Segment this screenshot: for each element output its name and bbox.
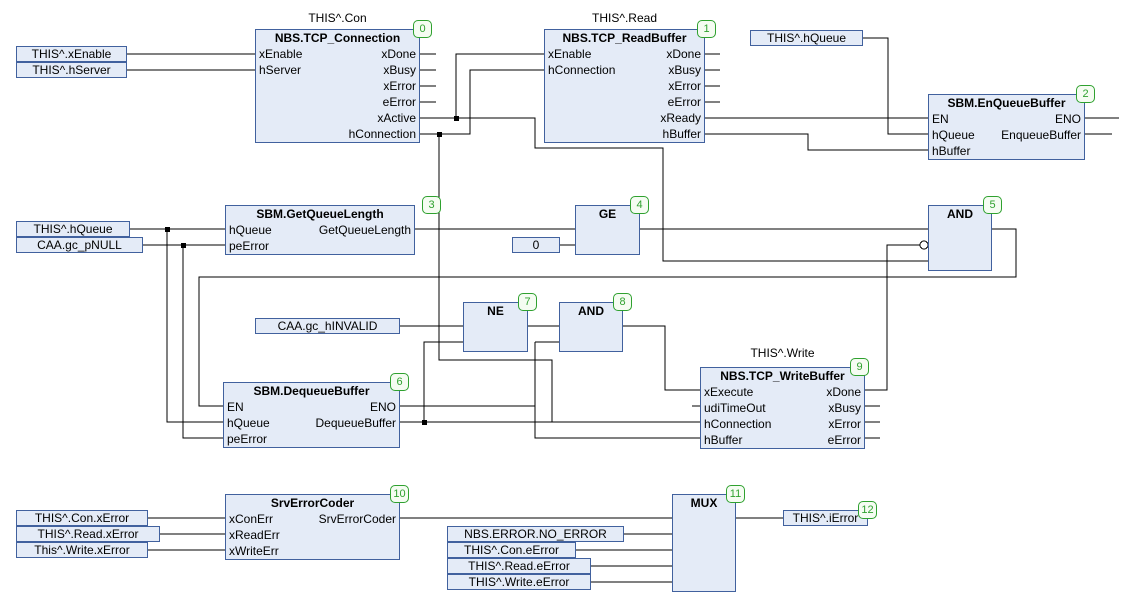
execution-order-badge: 8 (613, 293, 632, 311)
block-name: NE (487, 304, 504, 318)
block-name: NBS.TCP_WriteBuffer (720, 369, 845, 383)
operand-gc-hinvalid[interactable]: CAA.gc_hINVALID (255, 318, 400, 334)
pin-output: eError (827, 433, 861, 447)
pin-input: EN (932, 112, 949, 126)
negation-circle (919, 240, 929, 250)
block-srverrorcoder[interactable]: SrvErrorCoder xConErr SrvErrorCoder xRead… (225, 494, 400, 560)
instance-title-write: THIS^.Write (750, 346, 815, 360)
block-tcp-readbuffer[interactable]: NBS.TCP_ReadBuffer xEnable xDone hConnect… (544, 29, 705, 143)
operand-zero[interactable]: 0 (512, 237, 560, 253)
pin-output: GetQueueLength (318, 223, 411, 237)
execution-order-badge: 11 (726, 485, 745, 503)
block-mux[interactable]: MUX (672, 494, 736, 592)
execution-order-badge: 2 (1076, 85, 1095, 103)
block-tcp-writebuffer[interactable]: NBS.TCP_WriteBuffer xExecute xDone udiTim… (700, 367, 865, 449)
pin-output: SrvErrorCoder (318, 512, 396, 526)
block-name: NBS.TCP_ReadBuffer (562, 31, 687, 45)
execution-order-badge: 6 (390, 373, 409, 391)
pin-input: xEnable (548, 47, 592, 61)
pin-output: xBusy (383, 63, 416, 77)
block-name: SBM.EnQueueBuffer (947, 96, 1066, 110)
operand-no-error[interactable]: NBS.ERROR.NO_ERROR (447, 526, 624, 542)
block-name: SBM.GetQueueLength (256, 207, 384, 221)
pin-output: xError (828, 417, 861, 431)
pin-output: xError (383, 79, 416, 93)
block-ne[interactable]: NE (463, 302, 528, 352)
pin-output: xBusy (668, 63, 701, 77)
pin-output: EnqueueBuffer (1001, 128, 1081, 142)
pin-input: xConErr (229, 512, 274, 526)
execution-order-badge: 5 (983, 196, 1002, 214)
pin-input: hBuffer (704, 433, 743, 447)
block-name: GE (598, 207, 617, 221)
pin-output: xDone (826, 385, 861, 399)
pin-input: hQueue (932, 128, 975, 142)
operand-write-eerror[interactable]: THIS^.Write.eError (447, 574, 591, 590)
block-ge[interactable]: GE (575, 205, 640, 255)
operand-write-xerror[interactable]: This^.Write.xError (16, 542, 148, 558)
execution-order-badge: 0 (413, 20, 432, 38)
pin-input: hQueue (229, 223, 272, 237)
block-name: SrvErrorCoder (270, 496, 355, 510)
block-and-5[interactable]: AND (928, 205, 992, 271)
pin-input: hBuffer (932, 144, 971, 158)
block-enqueuebuffer[interactable]: SBM.EnQueueBuffer EN ENO hQueue EnqueueBuf… (928, 94, 1085, 160)
operand-read-eerror[interactable]: THIS^.Read.eError (447, 558, 591, 574)
pin-input: xExecute (704, 385, 754, 399)
pin-output: xActive (377, 111, 416, 125)
execution-order-badge: 12 (858, 501, 877, 519)
pin-input: hServer (259, 63, 302, 77)
pin-output: xError (668, 79, 701, 93)
operand-con-eerror[interactable]: THIS^.Con.eError (447, 542, 576, 558)
operand-xenable[interactable]: THIS^.xEnable (16, 46, 127, 62)
execution-order-badge: 10 (390, 485, 409, 503)
operand-read-xerror[interactable]: THIS^.Read.xError (16, 526, 160, 542)
block-and-8[interactable]: AND (559, 302, 623, 352)
pin-input: hQueue (227, 416, 270, 430)
operand-con-xerror[interactable]: THIS^.Con.xError (16, 510, 148, 526)
pin-input: xEnable (259, 47, 303, 61)
operand-hqueue-top[interactable]: THIS^.hQueue (750, 30, 863, 46)
execution-order-badge: 3 (422, 196, 441, 214)
pin-input: hConnection (704, 417, 772, 431)
pin-output: xDone (381, 47, 416, 61)
execution-order-badge: 9 (850, 358, 869, 376)
block-name: MUX (690, 496, 718, 510)
pin-input: xWriteErr (229, 544, 279, 558)
pin-output: xReady (660, 111, 701, 125)
pin-input: peError (227, 432, 268, 446)
execution-order-badge: 1 (697, 20, 716, 38)
pin-input: EN (227, 400, 244, 414)
pin-input: xReadErr (229, 528, 280, 542)
block-name: NBS.TCP_Connection (274, 31, 401, 45)
block-name: AND (947, 207, 973, 221)
pin-output: eError (667, 95, 701, 109)
pin-input: peError (229, 239, 270, 253)
junction-dots (165, 116, 459, 425)
block-tcp-connection[interactable]: NBS.TCP_Connection xEnable xDone hServer x… (255, 29, 420, 143)
operand-gc-pnull[interactable]: CAA.gc_pNULL (16, 237, 143, 253)
block-dequeuebuffer[interactable]: SBM.DequeueBuffer EN ENO hQueue DequeueBuf… (223, 382, 400, 448)
execution-order-badge: 4 (630, 196, 649, 214)
pin-input: hConnection (548, 63, 616, 77)
pin-output: eError (382, 95, 416, 109)
pin-output: xBusy (828, 401, 861, 415)
operand-ierror-output[interactable]: THIS^.iError (783, 510, 868, 526)
pin-output: hBuffer (662, 127, 701, 141)
operand-hqueue-mid[interactable]: THIS^.hQueue (16, 221, 130, 237)
operand-hserver[interactable]: THIS^.hServer (16, 62, 127, 78)
execution-order-badge: 7 (518, 293, 537, 311)
pin-output: ENO (1054, 112, 1081, 126)
pin-output: xDone (666, 47, 701, 61)
pin-output: hConnection (348, 127, 416, 141)
pin-output: ENO (369, 400, 396, 414)
block-name: SBM.DequeueBuffer (253, 384, 370, 398)
instance-title-con: THIS^.Con (308, 11, 367, 25)
pin-input: udiTimeOut (704, 401, 766, 415)
pin-output: DequeueBuffer (315, 416, 396, 430)
block-name: AND (578, 304, 604, 318)
instance-title-read: THIS^.Read (592, 11, 657, 25)
